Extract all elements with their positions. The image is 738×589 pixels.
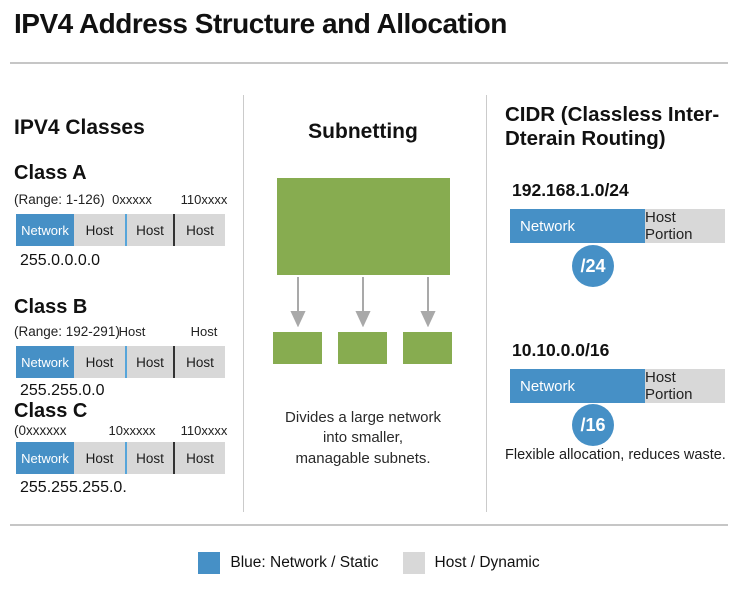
legend-network-swatch bbox=[198, 552, 221, 574]
cidr-bar-1-host-segment: Host Portion bbox=[645, 209, 725, 243]
class-a-host-segment-2: Host bbox=[125, 214, 173, 246]
legend-network-group: Blue: Network / Static bbox=[198, 552, 379, 574]
cidr-note: Flexible allocation, reduces waste. bbox=[505, 447, 726, 463]
subnet-arrows-icon bbox=[290, 277, 436, 327]
class-a-host-segment-1: Host bbox=[74, 214, 125, 246]
cidr-prefix-badge-16: /16 bbox=[572, 404, 614, 446]
legend-network-label: Blue: Network / Static bbox=[230, 554, 379, 571]
class-a-address-bar: Network Host Host Host bbox=[16, 214, 225, 246]
classes-panel-heading: IPV4 Classes bbox=[14, 116, 145, 139]
class-c-host-segment-1: Host bbox=[74, 442, 125, 474]
cidr-address-2: 10.10.0.0/16 bbox=[512, 340, 610, 360]
class-c-title: Class C bbox=[14, 400, 88, 422]
top-divider bbox=[10, 62, 728, 64]
class-a-range-label: (Range: 1-126) bbox=[14, 192, 105, 207]
class-b-host-segment-3: Host bbox=[173, 346, 225, 378]
class-b-title: Class B bbox=[14, 296, 88, 318]
class-b-bit-label-1: Host bbox=[118, 324, 146, 339]
subnetting-heading: Subnetting bbox=[308, 120, 418, 143]
class-b-host-segment-1: Host bbox=[74, 346, 125, 378]
cidr-bar-1: Network Host Portion bbox=[510, 209, 725, 243]
bottom-divider bbox=[10, 524, 728, 526]
class-b-range-label: (Range: 192-291) bbox=[14, 324, 120, 339]
legend-host-group: Host / Dynamic bbox=[402, 552, 540, 574]
subnet-box-2 bbox=[338, 332, 387, 364]
subnet-box-1 bbox=[273, 332, 322, 364]
cidr-prefix-badge-24: /24 bbox=[572, 245, 614, 287]
class-a-host-segment-3: Host bbox=[173, 214, 225, 246]
column-divider-left bbox=[243, 95, 244, 512]
class-b-labels: (Range: 192-291) Host Host bbox=[14, 324, 229, 341]
legend: Blue: Network / Static Host / Dynamic bbox=[0, 552, 738, 574]
large-network-box bbox=[277, 178, 450, 275]
page-title: IPV4 Address Structure and Allocation bbox=[14, 8, 507, 39]
class-b-host-segment-2: Host bbox=[125, 346, 173, 378]
legend-host-label: Host / Dynamic bbox=[434, 554, 540, 571]
class-c-labels: (0xxxxxx 10xxxxx 110xxxx bbox=[14, 423, 229, 440]
class-c-range-label: (0xxxxxx bbox=[14, 423, 67, 438]
class-c-bit-label-2: 110xxxx bbox=[180, 423, 228, 438]
cidr-bar-2-host-segment: Host Portion bbox=[645, 369, 725, 403]
subnet-box-3 bbox=[403, 332, 452, 364]
class-b-address-bar: Network Host Host Host bbox=[16, 346, 225, 378]
class-b-bit-label-2: Host bbox=[190, 324, 218, 339]
class-b-network-segment: Network bbox=[16, 346, 74, 378]
cidr-bar-2: Network Host Portion bbox=[510, 369, 725, 403]
cidr-address-1: 192.168.1.0/24 bbox=[512, 180, 629, 200]
class-c-host-segment-3: Host bbox=[173, 442, 225, 474]
class-c-bit-label-1: 10xxxxx bbox=[108, 423, 156, 438]
class-a-labels: (Range: 1-126) 0xxxxx 110xxxx bbox=[14, 192, 229, 209]
class-a-mask: 255.0.0.0.0 bbox=[20, 252, 101, 269]
cidr-bar-2-network-segment: Network bbox=[510, 369, 645, 403]
class-c-host-segment-2: Host bbox=[125, 442, 173, 474]
class-a-bit-label-1: 0xxxxx bbox=[112, 192, 152, 207]
class-a-bit-label-2: 110xxxx bbox=[180, 192, 228, 207]
column-divider-right bbox=[486, 95, 487, 512]
subnetting-description: Divides a large network into smaller, ma… bbox=[285, 409, 441, 467]
class-a-title: Class A bbox=[14, 162, 87, 184]
cidr-heading: CIDR (Classless Inter-Dterain Routing) bbox=[505, 103, 720, 150]
cidr-bar-1-network-segment: Network bbox=[510, 209, 645, 243]
class-a-network-segment: Network bbox=[16, 214, 74, 246]
class-c-network-segment: Network bbox=[16, 442, 74, 474]
class-b-mask: 255.255.0.0 bbox=[20, 382, 105, 399]
legend-host-swatch bbox=[402, 552, 425, 574]
class-c-mask: 255.255.255.0. bbox=[20, 479, 127, 496]
class-c-address-bar: Network Host Host Host bbox=[16, 442, 225, 474]
